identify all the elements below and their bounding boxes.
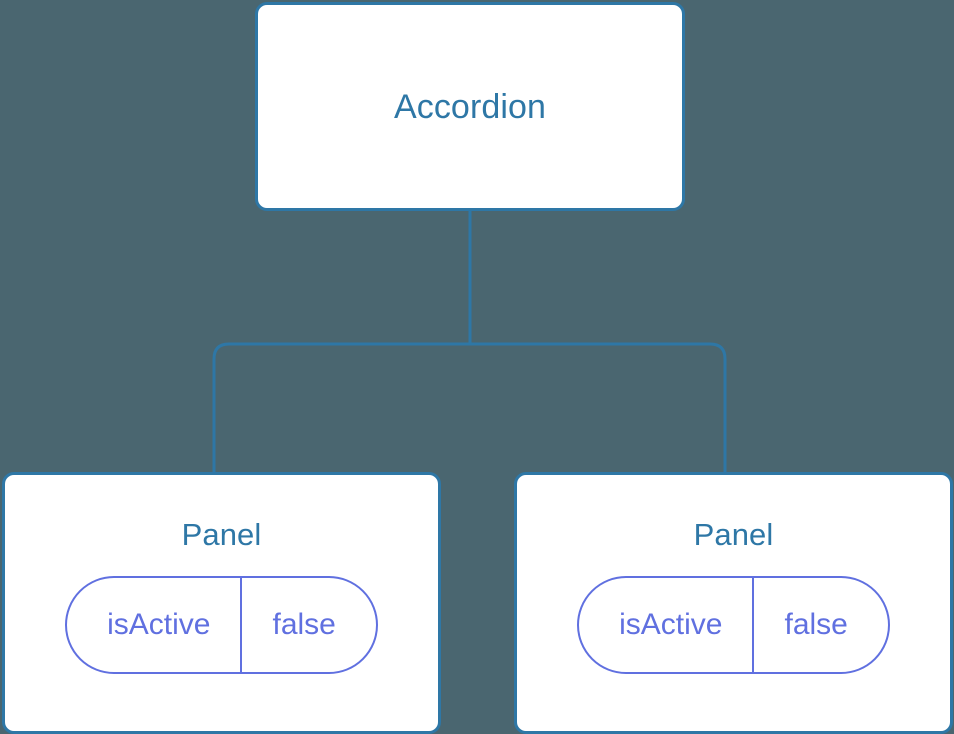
node-panel-right[interactable]: Panel isActive false [514,472,953,734]
node-accordion[interactable]: Accordion [255,2,685,211]
state-pill-panel-right-value: false [752,578,887,672]
state-pill-panel-right[interactable]: isActive false [577,576,890,674]
edge-accordion-to-panel-right [470,342,727,478]
state-pill-panel-right-key: isActive [619,608,723,641]
node-panel-left[interactable]: Panel isActive false [2,472,441,734]
node-accordion-title: Accordion [393,87,547,126]
state-pill-panel-left-value: false [240,578,375,672]
node-panel-left-title: Panel [181,517,262,552]
state-pill-panel-left-key: isActive [107,608,211,641]
state-pill-panel-left[interactable]: isActive false [65,576,378,674]
edge-accordion-to-panel-left [212,342,470,478]
node-panel-right-title: Panel [693,517,774,552]
